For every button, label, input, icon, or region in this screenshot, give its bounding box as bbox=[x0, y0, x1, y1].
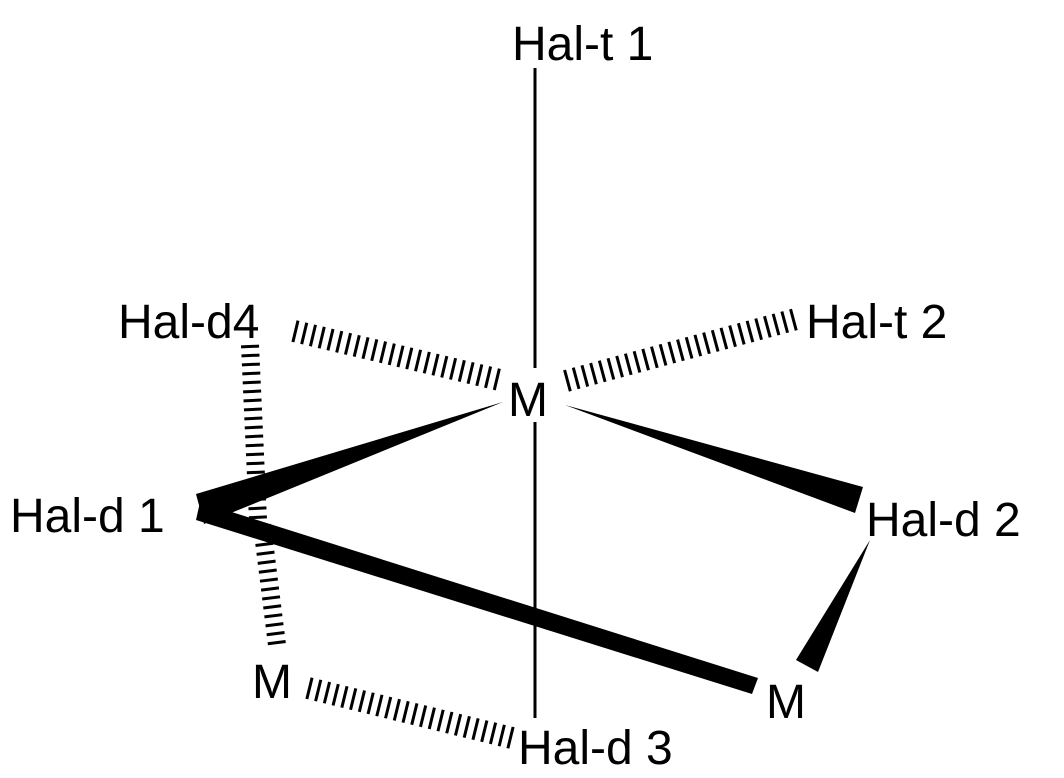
label-hal-d3: Hal-d 3 bbox=[518, 722, 673, 775]
wedge-bond-metal-to-hal-d1 bbox=[196, 402, 503, 524]
hashed-bond-hal-d1-to-metal-lower-left bbox=[253, 523, 286, 647]
label-metal-lower-right: M bbox=[766, 676, 806, 729]
label-hal-d4: Hal-d4 bbox=[118, 296, 259, 349]
label-hal-t2: Hal-t 2 bbox=[806, 296, 947, 349]
wedge-bond-metal-to-hal-d2 bbox=[565, 405, 863, 513]
label-hal-d2: Hal-d 2 bbox=[866, 494, 1021, 547]
label-hal-t1: Hal-t 1 bbox=[512, 18, 653, 71]
label-metal-lower-left: M bbox=[252, 656, 292, 709]
hashed-bond-metal-to-hal-d4-strokes bbox=[291, 320, 507, 392]
label-hal-d1: Hal-d 1 bbox=[10, 490, 165, 543]
label-metal-center: M bbox=[508, 374, 548, 427]
hashed-bond-metal-to-hal-t2 bbox=[563, 307, 803, 392]
hashed-bond-metal-lower-left-to-hal-d3 bbox=[305, 677, 515, 749]
thick-bond-hal-d1-to-metal-lower-right bbox=[196, 502, 758, 694]
wedge-bond-hal-d2-to-metal-lower-right bbox=[796, 540, 870, 672]
